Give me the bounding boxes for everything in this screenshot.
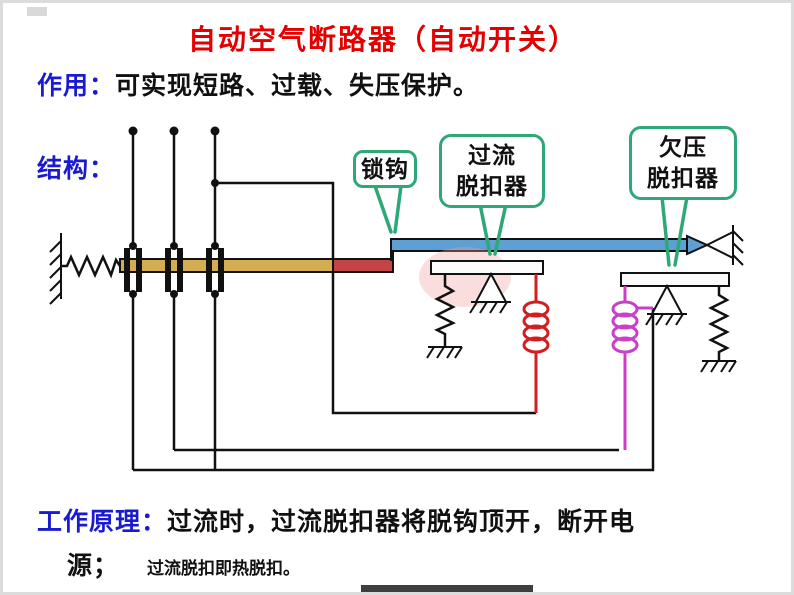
principle-block: 工作原理：过流时，过流脱扣器将脱钩顶开，断开电 源； 过流脱扣即热脱扣。 [37, 502, 635, 582]
main-spring [61, 253, 123, 279]
structure-label: 结构： [37, 155, 116, 183]
contact-bridge-bar [119, 258, 394, 273]
bridge-bar-tan [119, 258, 334, 273]
corner-artifact [27, 7, 47, 16]
overcurrent-ground [426, 346, 463, 359]
callout-undervoltage-line1: 欠压 [659, 134, 707, 160]
circuit-diagram [49, 126, 744, 472]
trip-bar [390, 234, 710, 261]
principle-line2: 源； 过流脱扣即热脱扣。 [37, 546, 635, 582]
principle-text-cont: 源； [67, 552, 120, 580]
contact-pairs [124, 242, 224, 298]
callout-lock-hook: 锁钩 [353, 150, 417, 188]
callout-lock-hook-label: 锁钩 [361, 156, 409, 182]
undervoltage-coil [611, 286, 653, 450]
callout-overcurrent-line1: 过流 [468, 142, 516, 168]
overcurrent-lever [430, 260, 544, 275]
principle-label: 工作原理： [37, 508, 168, 536]
undervoltage-ground [700, 360, 737, 373]
undervoltage-lever [620, 272, 730, 287]
callout-overcurrent-release: 过流 脱扣器 [439, 134, 545, 208]
left-wall-anchor [49, 233, 62, 305]
supply-lines [128, 126, 220, 471]
undervoltage-pivot-hatch [645, 313, 687, 326]
callout-overcurrent-line2: 脱扣器 [456, 173, 528, 199]
undervoltage-pivot [650, 283, 684, 315]
overcurrent-pivot-hatch [469, 301, 511, 314]
principle-note: 过流脱扣即热脱扣。 [147, 559, 301, 578]
overcurrent-release [419, 247, 550, 413]
page-title: 自动空气断路器（自动开关） [187, 24, 578, 55]
principle-text: 过流时，过流脱扣器将脱钩顶开，断开电 [167, 508, 636, 536]
callout-undervoltage-line2: 脱扣器 [647, 165, 719, 191]
undervoltage-spring [708, 286, 730, 361]
function-label: 作用： [37, 72, 116, 100]
bridge-bar-red [332, 258, 394, 273]
callout-undervoltage-release: 欠压 脱扣器 [629, 126, 737, 200]
callout-tails [373, 184, 689, 267]
function-line: 作用：可实现短路、过载、失压保护。 [37, 66, 479, 102]
overcurrent-spring [434, 274, 456, 347]
routing-wires [133, 179, 655, 472]
undervoltage-release [611, 272, 737, 450]
top-right-pivot [704, 225, 744, 266]
bottom-bar [361, 585, 533, 592]
function-text: 可实现短路、过载、失压保护。 [115, 72, 480, 100]
overcurrent-coil [522, 274, 550, 413]
principle-line1: 工作原理：过流时，过流脱扣器将脱钩顶开，断开电 [37, 502, 635, 538]
